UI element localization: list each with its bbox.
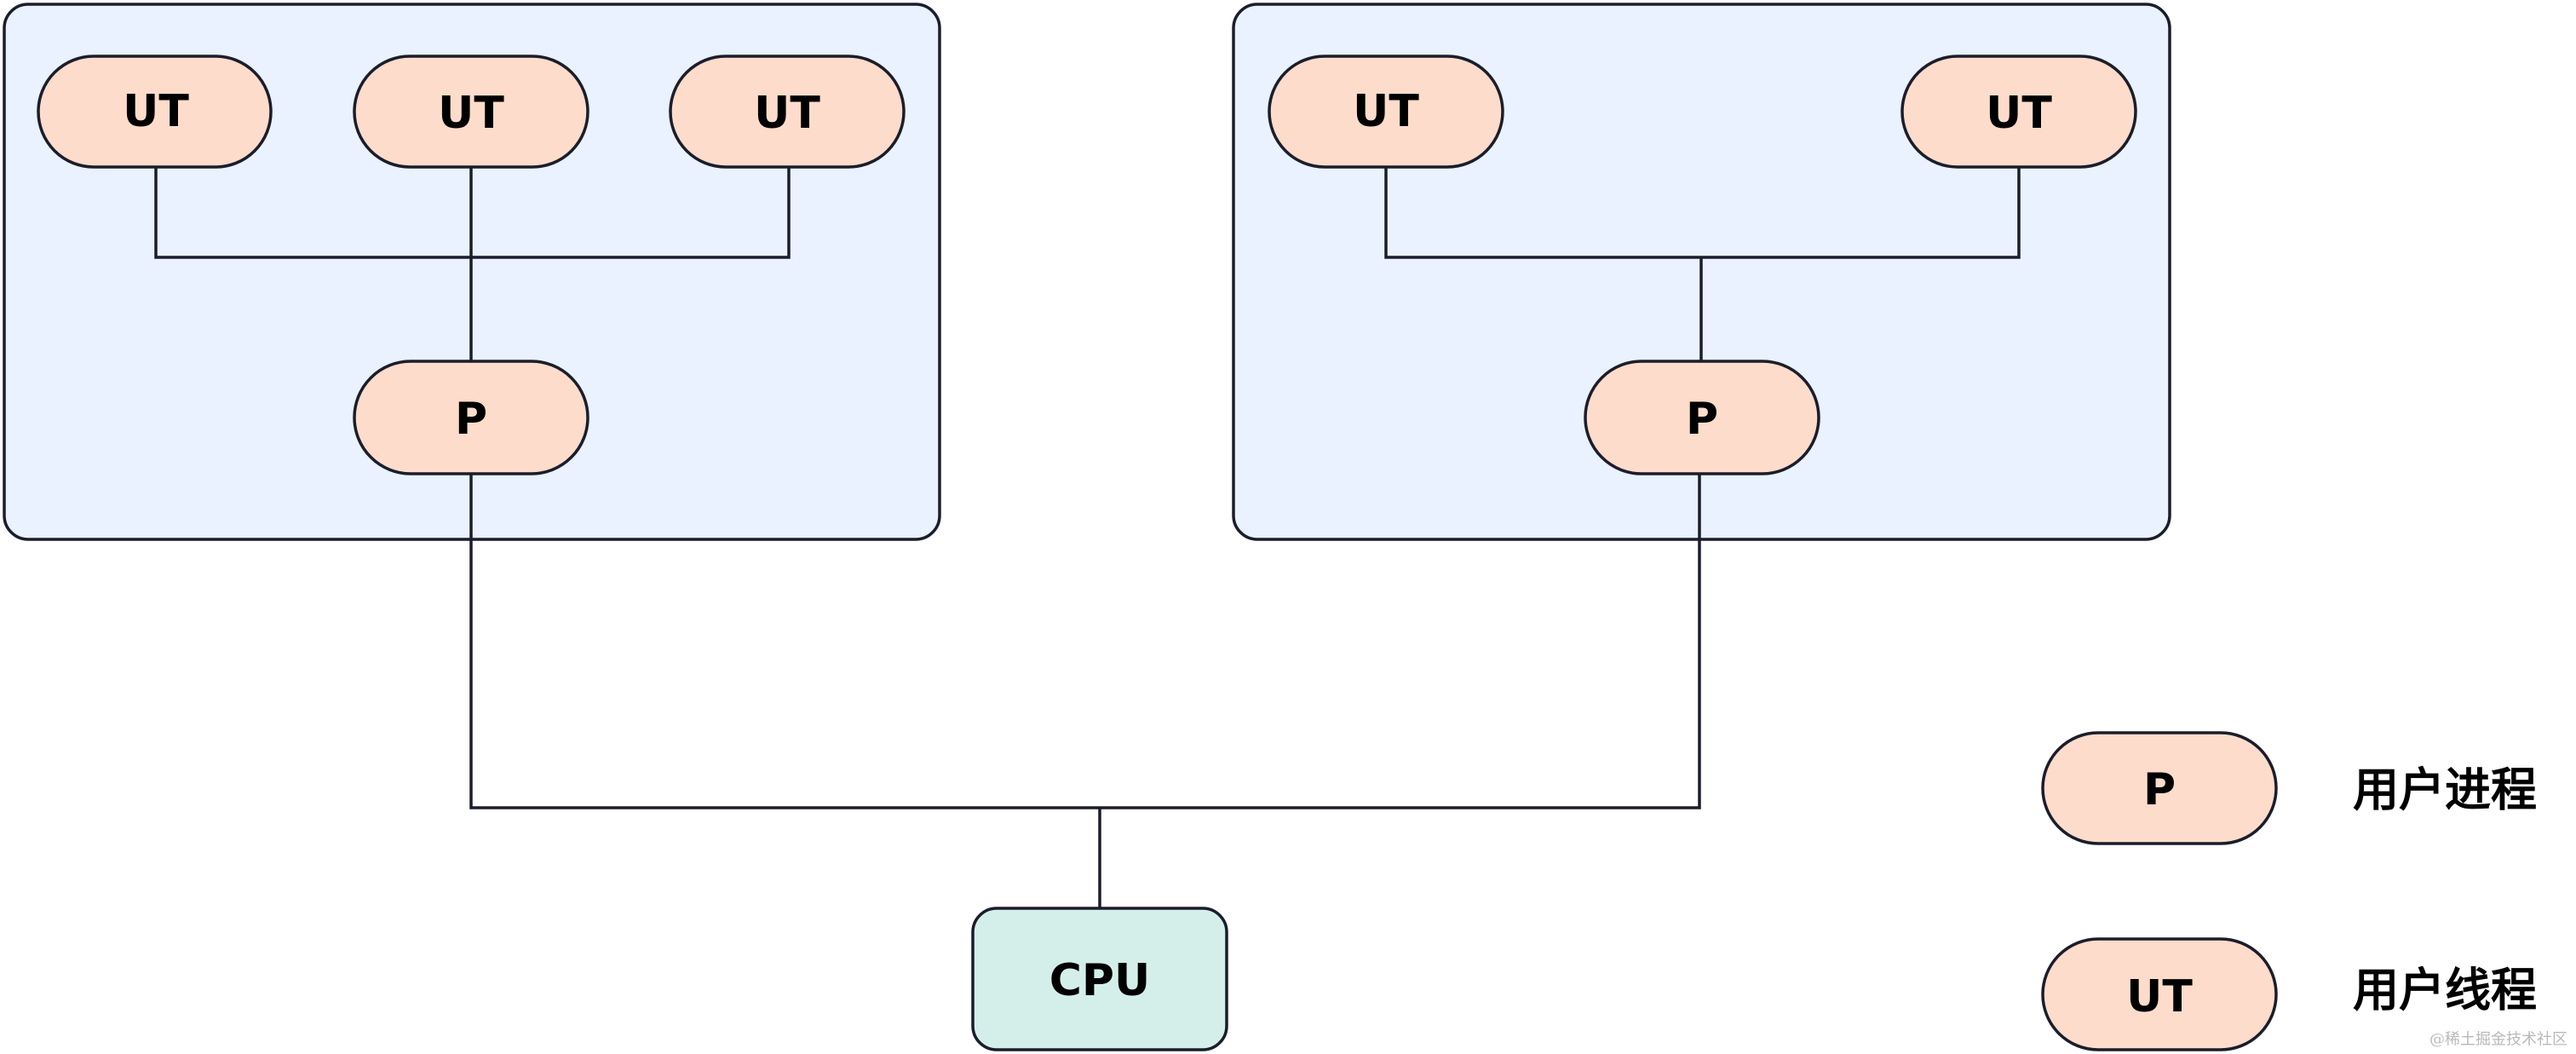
cpu-node-label: CPU [1049,955,1151,1006]
legend-thread-description: 用户线程 [2353,964,2537,1017]
right-thread-node-2: UT [1900,55,2137,169]
left-thread-node-3: UT [669,55,906,169]
legend-process-symbol-label: P [2143,764,2176,815]
right-thread-node-1-label: UT [1353,86,1419,137]
legend-thread-symbol-label: UT [2126,971,2193,1022]
right-process-node: P [1584,360,1820,475]
watermark-text: @稀土掘金技术社区 [2429,1031,2567,1049]
right-thread-node-2-label: UT [1986,88,2052,139]
left-process-node: P [353,360,589,475]
right-thread-node-1: UT [1268,55,1504,169]
legend-thread-entry: UT 用户线程 [2041,937,2537,1051]
left-thread-node-3-label: UT [754,88,820,139]
legend-process-entry: P 用户进程 [2041,731,2537,845]
process-to-cpu-bus-line [469,469,1701,809]
left-thread-node-2-label: UT [438,88,504,139]
left-thread-node-2: UT [353,55,589,169]
right-process-node-label: P [1686,394,1718,445]
left-thread-node-1: UT [37,55,273,169]
left-thread-node-1-label: UT [123,86,189,137]
cpu-node: CPU [971,907,1228,1051]
legend: P 用户进程 UT 用户线程 [2041,731,2537,1051]
left-process-node-label: P [455,394,487,445]
legend-process-description: 用户进程 [2353,763,2537,817]
